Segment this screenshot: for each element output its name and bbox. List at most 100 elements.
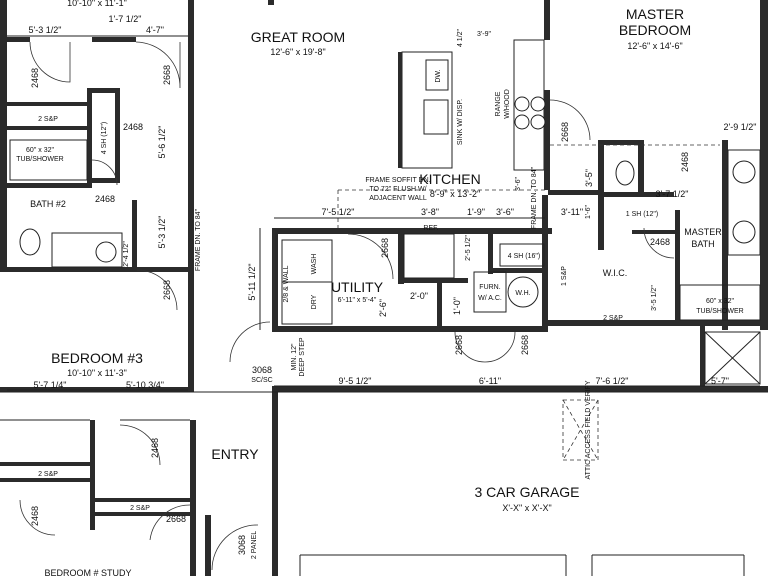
- wall-top-bedroom-a: [0, 37, 30, 42]
- island-edge: [398, 52, 402, 168]
- dim-2-5-half: 2'-5 1/2": [465, 235, 472, 261]
- wall-lower-mid: [90, 420, 95, 530]
- label-furn-2: W/ A.C.: [478, 295, 502, 302]
- wall-lower-closet-c: [95, 498, 195, 502]
- label-dw: DW.: [435, 69, 442, 82]
- wall-bath-top: [7, 183, 87, 188]
- wall-gr-top: [268, 0, 274, 5]
- wall-mb-mid: [598, 140, 604, 250]
- sink-bath2: [95, 241, 117, 263]
- master-bath-name-1: MASTER: [684, 227, 722, 237]
- label-util-wall: 2/8 & WALL: [283, 265, 290, 302]
- thin-lines: [0, 35, 768, 576]
- dim-1-7-half: 1'-7 1/2": [109, 14, 142, 24]
- ref-space: [403, 233, 455, 279]
- wall-entry-left: [205, 515, 211, 576]
- kitchen-name: KITCHEN: [419, 171, 480, 187]
- label-tub-1-1: 60" x 32": [26, 147, 54, 154]
- label-4sh-12: 4 SH (12"): [101, 122, 108, 154]
- sink-master-2: [732, 220, 756, 244]
- dim-2-6: 2'-6": [378, 299, 388, 317]
- dim-3-6: 3'-6": [496, 207, 514, 217]
- kitchen-size: 8'-9" x 13'-2": [430, 189, 480, 199]
- door-2668-bed-c: 2668: [166, 514, 186, 524]
- dim-5-11-half: 5'-11 1/2": [247, 263, 257, 300]
- bedroom3-size: 10'-10" x 11'-3": [67, 368, 127, 378]
- wall-lower-right: [190, 420, 196, 576]
- bath2-name: BATH #2: [30, 199, 66, 209]
- wall-toilet-bottom: [604, 192, 674, 197]
- door-swings: [19, 41, 675, 571]
- label-min-step-2: DEEP STEP: [299, 337, 306, 376]
- wall-util-top: [272, 228, 552, 234]
- burner-2: [530, 96, 546, 112]
- great-room-size: 12'-6" x 19'-8": [270, 47, 325, 57]
- wall-toilet-right: [638, 140, 644, 192]
- wall-garage-left: [272, 386, 278, 576]
- wall-wic-left: [542, 195, 548, 332]
- dim-2-0: 2'-0": [410, 291, 428, 301]
- dim-7-6-half: 7'-6 1/2": [596, 376, 629, 386]
- vanity-1: [51, 232, 123, 268]
- wall-small-right: [115, 88, 120, 183]
- master-bath-name-2: BATH: [691, 239, 714, 249]
- tub-1-outline: [9, 139, 88, 181]
- dim-4-7: 4'-7": [146, 25, 164, 35]
- wall-bath-right-b: [137, 267, 188, 272]
- burner-1: [514, 96, 530, 112]
- label-tub-2-2: TUB/SHOWER: [696, 308, 743, 315]
- label-soffit-1: FRAME SOFFIT DN.: [365, 177, 430, 184]
- wall-lower-closet-a: [0, 462, 90, 466]
- dim-7-5-half: 7'-5 1/2": [322, 207, 355, 217]
- wall-closet-bottom: [7, 126, 87, 130]
- fixtures: [19, 59, 756, 263]
- door-2468-a: 2468: [30, 68, 40, 88]
- door-2668-b: 2668: [162, 280, 172, 300]
- dim-3-7-half: 3'-7 1/2": [656, 189, 689, 199]
- wic-name: W.I.C.: [603, 268, 628, 278]
- door-2668-a: 2668: [162, 65, 172, 85]
- toilet-bath2: [19, 228, 41, 256]
- bedroom3-name: BEDROOM #3: [51, 350, 143, 366]
- dim-1-6: 1'-6": [585, 205, 592, 219]
- dishwasher: [425, 59, 449, 91]
- wall-wic-right: [675, 210, 680, 320]
- label-wash: WASH: [311, 254, 318, 275]
- dim-4-half: 4 1/2": [457, 28, 464, 47]
- bottom-room-name: BEDROOM # STUDY: [44, 568, 131, 576]
- dim-5-7: 5'-7": [711, 376, 729, 386]
- door-3068-entry: 3068: [237, 535, 247, 555]
- wall-pantry-bottom: [488, 268, 548, 273]
- dim-3-5-half: 3'-5 1/2": [651, 285, 658, 311]
- label-tub-1-2: TUB/SHOWER: [16, 156, 63, 163]
- wall-ref-left: [398, 228, 404, 284]
- door-2468-mb1: 2468: [680, 152, 690, 172]
- wall-lower-closet-b: [0, 478, 90, 482]
- wall-bed-column: [188, 0, 194, 390]
- door-sc-sc: SC/SC: [251, 377, 272, 384]
- label-soffit-2: TO 72" FLUSH W/: [369, 186, 426, 193]
- wall-left-outer: [0, 0, 7, 272]
- door-2468-bed-b: 2468: [30, 506, 40, 526]
- wall-right-outer: [760, 0, 768, 330]
- door-2468-c: 2468: [95, 194, 115, 204]
- wall-small-top: [92, 88, 120, 93]
- label-tub-2-1: 60" x 32": [706, 298, 734, 305]
- label-s-p-master: 2 S&P: [603, 315, 623, 322]
- utility-name: UTILITY: [331, 279, 384, 295]
- wall-small-bottom: [92, 178, 120, 183]
- dim-9-5-half: 9'-5 1/2": [339, 376, 372, 386]
- great-room-name: GREAT ROOM: [251, 29, 345, 45]
- wall-toilet-top: [604, 140, 644, 145]
- label-dry: DRY: [311, 294, 318, 309]
- burner-4: [530, 114, 546, 130]
- dim-5-6-half: 5'-6 1/2": [157, 126, 167, 159]
- label-furn-1: FURN.: [479, 284, 500, 291]
- dim-3-8: 3'-8": [421, 207, 439, 217]
- wall-wic-bottom: [548, 320, 768, 326]
- dim-2-9-half: 2'-9 1/2": [724, 122, 757, 132]
- door-2668-g1: 2668: [454, 335, 464, 355]
- label-wh: W.H.: [515, 290, 530, 297]
- door-2468-mb2: 2468: [650, 237, 670, 247]
- door-two-panel: 2 PANEL: [251, 531, 258, 559]
